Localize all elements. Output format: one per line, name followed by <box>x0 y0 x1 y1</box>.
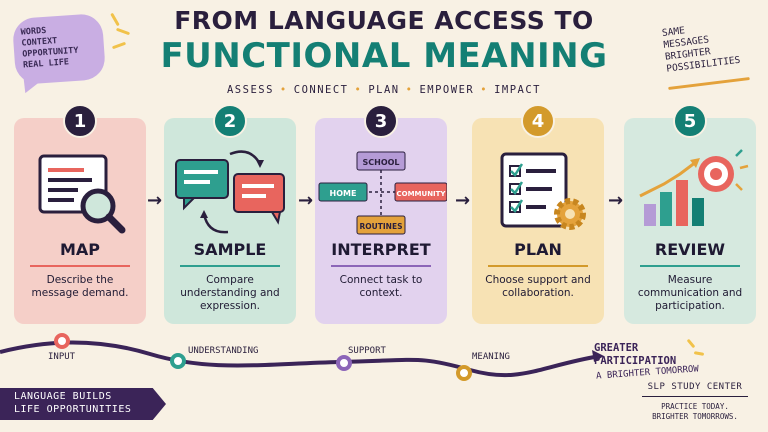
step-number-badge: 1 <box>63 104 97 138</box>
step-description: Choose support and collaboration. <box>485 274 591 299</box>
step-card-map: 1 MAP Describe the message demand. <box>14 104 146 324</box>
node-home: HOME <box>330 189 357 198</box>
subtitle-separator: • <box>279 84 288 96</box>
title-line-2: FUNCTIONAL MEANING <box>160 36 608 76</box>
progress-path <box>0 333 604 381</box>
path-node-understanding <box>170 353 186 369</box>
step-card-plan: 4 PLAN Choose support and collaboration. <box>472 104 604 324</box>
subtitle-separator: • <box>480 84 489 96</box>
subtitle-separator: • <box>354 84 363 96</box>
node-routines: ROUTINES <box>360 222 403 231</box>
study-center-name: SLP STUDY CENTER <box>647 382 743 392</box>
path-node-support <box>336 355 352 371</box>
step-description: Describe the message demand. <box>31 274 129 299</box>
bottom-banner: LANGUAGE BUILDS LIFE OPPORTUNITIES <box>0 388 166 420</box>
path-label-understanding: UNDERSTANDING <box>188 346 259 356</box>
step-title: MAP <box>59 240 101 259</box>
step-card-review: 5 REVIEW Measure communication and parti… <box>624 104 756 324</box>
banner-line: LANGUAGE BUILDS <box>14 391 112 402</box>
step-divider <box>640 265 740 267</box>
path-node-input <box>54 333 70 349</box>
tagline-line: PRACTICE TODAY. <box>661 402 729 411</box>
subtitle-separator: • <box>405 84 414 96</box>
chat-bubbles-icon <box>175 150 285 234</box>
path-end-line: GREATER <box>594 342 639 354</box>
step-divider <box>331 265 431 267</box>
step-card-interpret: 3 SCHOOL HOME COMMUNITY ROUTINES INTERPR… <box>315 104 447 324</box>
title-line-1: FROM LANGUAGE ACCESS TO <box>174 6 594 35</box>
arrow-right-icon: → <box>298 190 314 211</box>
study-center-divider <box>642 396 748 397</box>
arrow-right-icon: → <box>147 190 163 211</box>
document-search-icon <box>38 154 126 234</box>
subtitle-steps: ASSESS • CONNECT • PLAN • EMPOWER • IMPACT <box>0 84 768 96</box>
step-title: SAMPLE <box>193 240 267 259</box>
path-node-meaning <box>456 365 472 381</box>
step-card-sample: 2 SAMPLE Compare understanding and expre… <box>164 104 296 324</box>
banner-line: LIFE OPPORTUNITIES <box>14 403 132 415</box>
step-number-badge: 3 <box>364 104 398 138</box>
path-end-label: GREATER PARTICIPATION <box>594 342 676 368</box>
node-community: COMMUNITY <box>396 190 446 198</box>
step-title: PLAN <box>514 240 562 259</box>
spark-icon <box>686 336 716 366</box>
path-end-line: PARTICIPATION <box>594 355 677 367</box>
subtitle-item: ASSESS <box>226 84 274 96</box>
subtitle-item: IMPACT <box>494 84 541 96</box>
step-description: Compare understanding and expression. <box>180 274 280 312</box>
checklist-gear-icon <box>500 152 586 230</box>
step-number-badge: 2 <box>213 104 247 138</box>
path-label-input: INPUT <box>48 352 76 362</box>
step-description: Connect task to context. <box>339 274 423 299</box>
step-divider <box>180 265 280 267</box>
subtitle-item: EMPOWER <box>419 84 475 96</box>
study-center-tagline: PRACTICE TODAY. BRIGHTER TOMORROWS. <box>640 402 750 422</box>
step-description: Measure communication and participation. <box>637 274 743 312</box>
arrow-right-icon: → <box>455 190 471 211</box>
path-label-meaning: MEANING <box>472 352 510 362</box>
step-divider <box>30 265 130 267</box>
subtitle-item: CONNECT <box>293 84 349 96</box>
step-number-badge: 4 <box>521 104 555 138</box>
growth-chart-target-icon <box>639 149 749 226</box>
step-title: INTERPRET <box>331 240 431 259</box>
step-divider <box>488 265 588 267</box>
context-network-diagram: SCHOOL HOME COMMUNITY ROUTINES <box>318 151 447 235</box>
path-label-support: SUPPORT <box>348 346 386 356</box>
subtitle-item: PLAN <box>368 84 400 96</box>
tagline-line: BRIGHTER TOMORROWS. <box>652 412 738 421</box>
step-number-badge: 5 <box>673 104 707 138</box>
step-title: REVIEW <box>654 240 726 259</box>
arrow-right-icon: → <box>608 190 624 211</box>
node-school: SCHOOL <box>362 158 399 167</box>
